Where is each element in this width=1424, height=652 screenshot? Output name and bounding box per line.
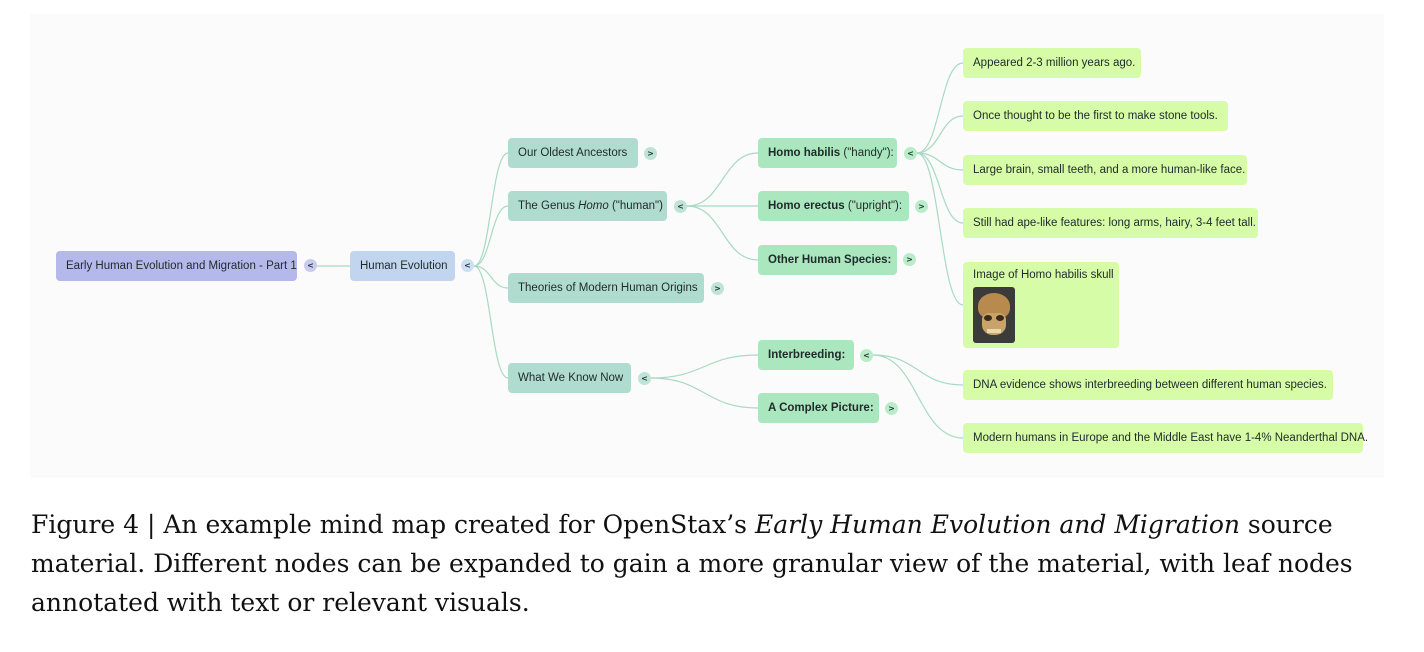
homo-habilis-label-bold: Homo habilis — [768, 147, 841, 159]
node-human-evolution-label: Human Evolution — [360, 260, 448, 272]
leaf-interbreeding-dna-text: DNA evidence shows interbreeding between… — [973, 379, 1327, 391]
interbreeding-collapse-toggle[interactable]: < — [860, 349, 873, 362]
leaf-habilis-stone-tools: Once thought to be the first to make sto… — [963, 101, 1228, 131]
homo-habilis-label-rest: ("handy"): — [840, 147, 894, 159]
leaf-habilis-stone-tools-text: Once thought to be the first to make sto… — [973, 110, 1218, 122]
node-what-we-know-now-label: What We Know Now — [518, 372, 624, 384]
node-other-human-species-label: Other Human Species: — [768, 254, 892, 266]
root-node-label: Early Human Evolution and Migration - Pa… — [66, 260, 297, 272]
skull-teeth-shape — [987, 329, 1001, 333]
human-evolution-collapse-toggle[interactable]: < — [461, 259, 474, 272]
homo-erectus-expand-toggle[interactable]: > — [915, 200, 928, 213]
what-we-know-now-collapse-toggle[interactable]: < — [638, 372, 651, 385]
genus-homo-label-suffix: ("human") — [608, 200, 663, 212]
skull-right-eye-shape — [996, 315, 1004, 321]
leaf-interbreeding-neanderthal: Modern humans in Europe and the Middle E… — [963, 423, 1368, 453]
leaf-habilis-brain: Large brain, small teeth, and a more hum… — [963, 155, 1247, 185]
genus-homo-label-italic: Homo — [578, 200, 609, 212]
node-homo-habilis-label: Homo habilis ("handy"): — [768, 147, 894, 159]
node-interbreeding-label: Interbreeding: — [768, 349, 846, 361]
leaf-habilis-skull-caption: Image of Homo habilis skull — [973, 269, 1114, 281]
other-human-species-expand-toggle[interactable]: > — [903, 253, 916, 266]
leaf-habilis-skull-image: Image of Homo habilis skull — [963, 262, 1119, 348]
mind-map-canvas — [30, 14, 1384, 478]
leaf-interbreeding-dna: DNA evidence shows interbreeding between… — [963, 370, 1333, 400]
node-our-oldest-ancestors-label: Our Oldest Ancestors — [518, 147, 628, 159]
node-theories-label: Theories of Modern Human Origins — [518, 282, 698, 294]
node-homo-habilis[interactable]: Homo habilis ("handy"): — [758, 138, 897, 168]
node-other-human-species[interactable]: Other Human Species: — [758, 245, 897, 275]
homo-habilis-collapse-toggle[interactable]: < — [904, 147, 917, 160]
root-node[interactable]: Early Human Evolution and Migration - Pa… — [56, 251, 297, 281]
node-genus-homo-label: The Genus Homo ("human") — [518, 200, 663, 212]
oldest-ancestors-expand-toggle[interactable]: > — [644, 147, 657, 160]
theories-expand-toggle[interactable]: > — [711, 282, 724, 295]
a-complex-picture-expand-toggle[interactable]: > — [885, 402, 898, 415]
node-human-evolution[interactable]: Human Evolution — [350, 251, 455, 281]
leaf-habilis-ape-features: Still had ape-like features: long arms, … — [963, 208, 1258, 238]
leaf-interbreeding-neanderthal-text: Modern humans in Europe and the Middle E… — [973, 432, 1369, 444]
leaf-habilis-ape-features-text: Still had ape-like features: long arms, … — [973, 217, 1256, 229]
node-interbreeding[interactable]: Interbreeding: — [758, 340, 854, 370]
genus-homo-label-prefix: The Genus — [518, 200, 579, 212]
leaf-habilis-appeared: Appeared 2-3 million years ago. — [963, 48, 1141, 78]
skull-left-eye-shape — [984, 315, 992, 321]
node-a-complex-picture-label: A Complex Picture: — [768, 402, 874, 414]
homo-erectus-label-rest: ("upright"): — [844, 200, 903, 212]
figure-caption: Figure 4 | An example mind map created f… — [31, 505, 1391, 622]
leaf-habilis-appeared-text: Appeared 2-3 million years ago. — [973, 57, 1136, 69]
homo-erectus-label-bold: Homo erectus — [768, 200, 845, 212]
node-what-we-know-now[interactable]: What We Know Now — [508, 363, 631, 393]
caption-italic-title: Early Human Evolution and Migration — [754, 510, 1240, 539]
node-genus-homo[interactable]: The Genus Homo ("human") — [508, 191, 667, 221]
homo-habilis-skull-image — [973, 287, 1015, 343]
node-a-complex-picture[interactable]: A Complex Picture: — [758, 393, 879, 423]
root-collapse-toggle[interactable]: < — [304, 259, 317, 272]
node-homo-erectus[interactable]: Homo erectus ("upright"): — [758, 191, 909, 221]
leaf-habilis-brain-text: Large brain, small teeth, and a more hum… — [973, 164, 1246, 176]
node-homo-erectus-label: Homo erectus ("upright"): — [768, 200, 902, 212]
node-theories-modern-human-origins[interactable]: Theories of Modern Human Origins — [508, 273, 704, 303]
genus-homo-collapse-toggle[interactable]: < — [674, 200, 687, 213]
caption-suffix: source material. Different nodes can be … — [31, 510, 1353, 617]
caption-prefix: Figure 4 | An example mind map created f… — [31, 510, 755, 539]
node-our-oldest-ancestors[interactable]: Our Oldest Ancestors — [508, 138, 638, 168]
